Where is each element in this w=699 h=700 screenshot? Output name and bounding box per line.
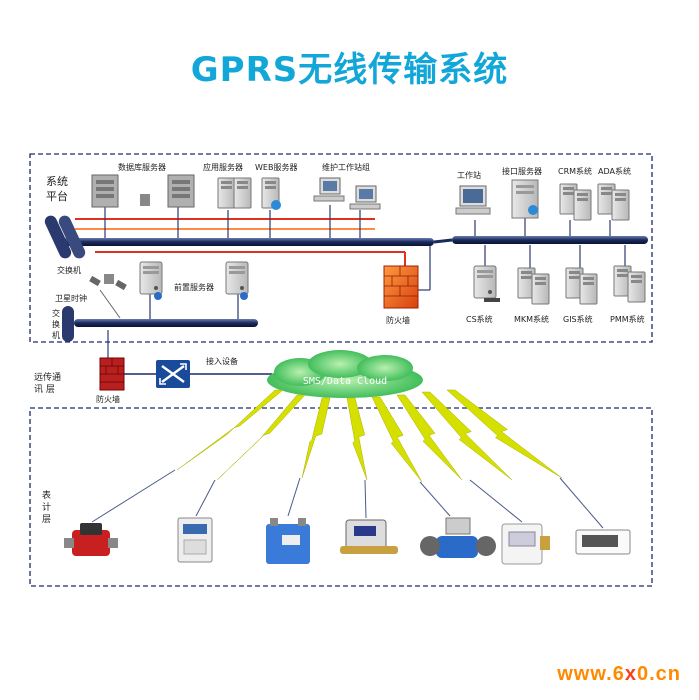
interface-server-icon	[511, 179, 539, 219]
comm-layer-label-1: 远传通	[34, 371, 61, 383]
firewall-bottom-label: 防火墙	[96, 394, 120, 404]
gis-label: GIS系统	[563, 314, 593, 324]
display-panel-icon	[575, 529, 631, 555]
heat-meter-icon	[340, 519, 398, 554]
web-server-label: WEB服务器	[255, 162, 297, 172]
lightning-bolt-icon	[446, 389, 563, 479]
db-server-icon	[91, 174, 195, 208]
lightning-bolt-icon	[346, 397, 368, 481]
crm-label: CRM系统	[558, 166, 592, 176]
crm-server-icon-2	[573, 189, 592, 221]
platform-layer-label-1: 系统	[46, 175, 68, 188]
cloud-label: SMS/Data Cloud	[303, 376, 387, 387]
meter-layer-label-3: 层	[42, 514, 51, 525]
wireless-bolts	[91, 389, 604, 529]
firewall-top-icon	[383, 265, 419, 309]
watermark-x: x	[624, 663, 637, 685]
gas-meter-icon	[266, 518, 310, 564]
pmm-label: PMM系统	[610, 314, 645, 324]
satellite-icon	[89, 274, 127, 291]
app-server-label: 应用服务器	[203, 162, 243, 172]
switch2-cylinder-icon	[62, 306, 74, 342]
meter-link-line	[559, 477, 604, 529]
app-server-icon	[217, 177, 236, 209]
meter-frame	[29, 407, 653, 587]
platform-bus-left	[62, 238, 434, 246]
sms-data-cloud-icon	[267, 350, 423, 398]
meter-layer-label-1: 表	[42, 489, 51, 501]
firewall-top-label: 防火墙	[386, 315, 410, 325]
meter-layer-label-2: 计	[42, 501, 51, 513]
meter-link-line	[287, 477, 301, 517]
workstation-group-icon	[313, 177, 381, 210]
front-server-label: 前置服务器	[174, 282, 214, 292]
lightning-bolt-icon	[216, 394, 306, 481]
switch2-label-2: 换	[52, 319, 60, 329]
watermark-suffix: 0.cn	[636, 663, 681, 685]
lightning-bolt-icon	[176, 389, 284, 471]
switch-cylinder-icon	[44, 215, 86, 259]
db-server-label: 数据库服务器	[118, 162, 166, 172]
bus-bridge	[433, 238, 453, 244]
diagram-title: GPRS无线传输系统	[190, 50, 509, 90]
access-device-label: 接入设备	[206, 356, 238, 366]
meter-link-line	[195, 479, 216, 517]
pmm-server-icon-2	[627, 271, 646, 303]
globe-icon	[271, 200, 281, 210]
watermark: www.6x0.cn	[557, 663, 681, 686]
ada-server-icon-2	[611, 189, 630, 221]
watermark-prefix: www.6	[557, 663, 625, 685]
maintenance-workstation-label: 维护工作站组	[322, 162, 370, 172]
front-server-icon-2	[225, 261, 249, 295]
platform-layer-label-2: 平台	[46, 189, 68, 203]
lightning-bolt-icon	[371, 396, 423, 483]
satellite-clock-label: 卫星时钟	[55, 293, 87, 303]
cs-label: CS系统	[466, 314, 493, 324]
firewall-bottom-icon	[99, 357, 125, 391]
access-bus	[74, 319, 258, 327]
mkm-label: MKM系统	[514, 314, 549, 324]
meter-link-line	[91, 469, 176, 523]
lightning-bolt-icon	[396, 394, 463, 481]
lightning-bolt-icon	[421, 391, 513, 481]
front-server-icon	[139, 261, 163, 295]
ada-label: ADA系统	[598, 166, 631, 176]
interface-server-label: 接口服务器	[502, 166, 542, 176]
water-meter-icon	[64, 523, 118, 556]
gis-server-icon-2	[579, 273, 598, 305]
meter-link-line	[364, 479, 367, 519]
router-icon	[156, 360, 190, 388]
workstation-icon	[455, 185, 491, 215]
app-server-icon-2	[233, 177, 252, 209]
switch2-label-3: 机	[52, 330, 60, 340]
platform-bus-right	[452, 236, 648, 244]
switch2-label-1: 交	[52, 308, 60, 318]
workstation-label: 工作站	[457, 170, 481, 180]
electric-meter-icon	[177, 517, 213, 563]
comm-layer-label-2: 讯 层	[34, 384, 55, 395]
lightning-bolt-icon	[301, 397, 331, 479]
meter-link-line	[419, 481, 451, 517]
switch-label: 交换机	[57, 265, 81, 275]
meter-link-line	[469, 479, 523, 523]
cs-server-icon	[473, 265, 497, 299]
platform-frame	[29, 153, 653, 343]
mkm-server-icon-2	[531, 273, 550, 305]
flow-meter-icon	[420, 517, 496, 558]
thermostat-panel-icon	[501, 523, 550, 565]
